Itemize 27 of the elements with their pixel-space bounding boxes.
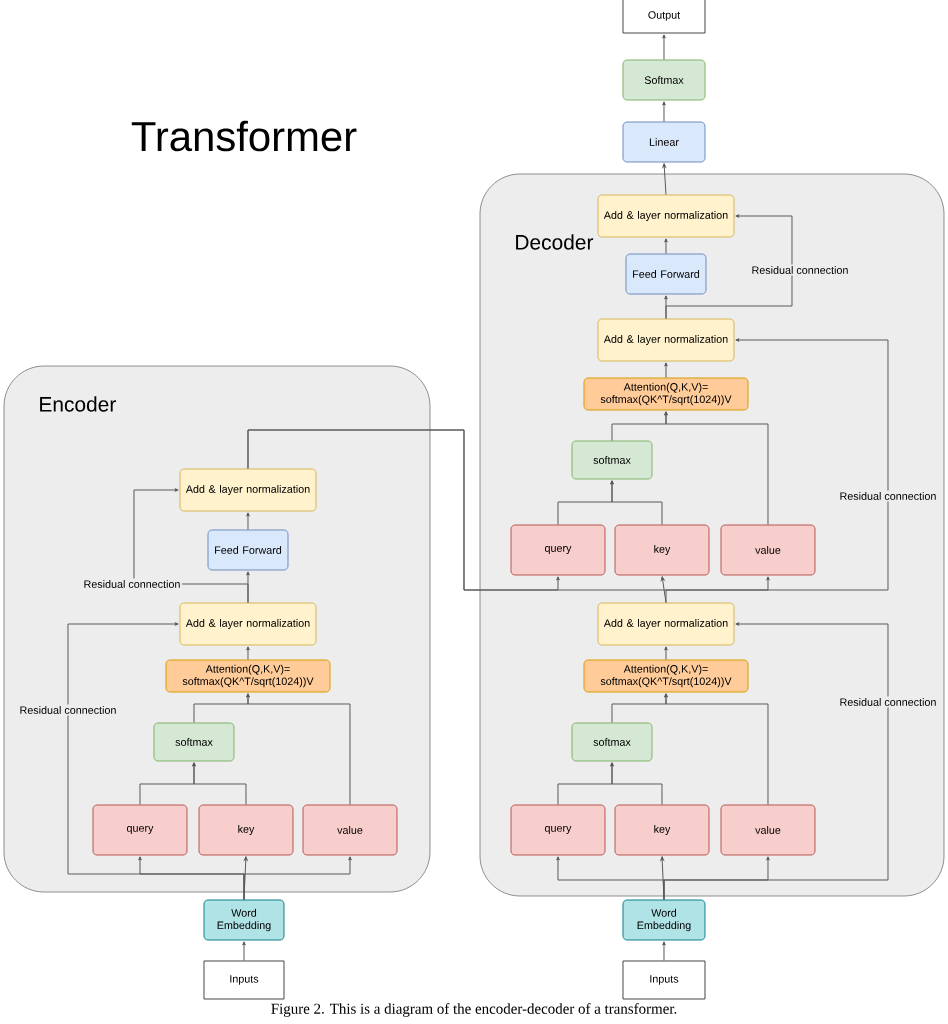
arrow [67, 622, 245, 900]
panel-heading: Encoder [40, 396, 116, 412]
arrow [246, 693, 351, 805]
title: Transformer [131, 120, 357, 152]
arrow [192, 762, 247, 805]
arrow [663, 622, 889, 900]
arrow [664, 411, 769, 525]
arrow [662, 163, 667, 195]
arrow [243, 856, 248, 900]
arrow [246, 512, 250, 530]
arrow [664, 646, 668, 660]
panel-heading: Decoder [516, 234, 594, 250]
arrow [665, 338, 889, 603]
arrow [242, 941, 246, 961]
arrow [664, 693, 769, 805]
arrow [610, 480, 663, 525]
arrow [662, 101, 666, 122]
arrow [664, 362, 668, 378]
arrow [665, 214, 793, 319]
arrow [662, 34, 666, 60]
arrow [610, 762, 663, 805]
arrow [246, 646, 250, 660]
arrow [664, 238, 668, 254]
arrow [660, 856, 665, 900]
arrow [247, 429, 770, 591]
arrow [660, 576, 667, 603]
arrow [662, 941, 666, 961]
